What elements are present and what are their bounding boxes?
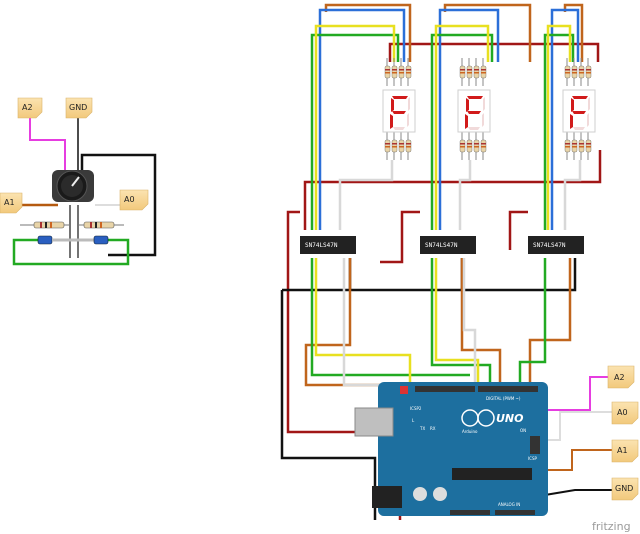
note-gnd: GND	[611, 477, 639, 501]
header-digital: DIGITAL (PWM ~)	[486, 396, 521, 401]
pot-circuit	[12, 118, 157, 266]
note-text: GND	[615, 484, 633, 493]
seven-segment-module: F	[382, 58, 416, 160]
fritzing-brand: fritzing	[592, 520, 631, 533]
resistor	[20, 221, 70, 229]
note-a2: A2	[607, 365, 635, 389]
note-text: A0	[617, 408, 628, 417]
tx-label: TX	[419, 426, 425, 431]
note-text: GND	[69, 103, 87, 112]
board-name: UNO	[496, 412, 524, 425]
rx-label: RX	[430, 426, 436, 431]
note-gnd: GND	[65, 97, 93, 119]
on-label: ON	[520, 428, 526, 433]
svg-text:SN74LS47N: SN74LS47N	[305, 242, 338, 249]
note-a2: A2	[17, 97, 43, 119]
wire-black	[80, 153, 157, 257]
ic-chip: SN74LS47N	[420, 236, 476, 254]
wire-green	[12, 238, 130, 266]
note-text: A1	[617, 446, 628, 455]
wire-bus	[280, 3, 612, 520]
header-analog: ANALOG IN	[498, 502, 520, 507]
ic-chip: SN74LS47N	[528, 236, 584, 254]
note-text: A2	[614, 373, 625, 382]
icsp-label: ICSP	[528, 456, 538, 461]
svg-text:SN74LS47N: SN74LS47N	[533, 242, 566, 249]
board-sub: Arduino	[462, 429, 478, 434]
ic-chip: SN74LS47N	[300, 236, 356, 254]
wire-magenta	[29, 118, 66, 170]
note-a1: A1	[0, 192, 23, 214]
note-a1: A1	[611, 439, 639, 463]
icsp2-label: ICSP2	[410, 406, 422, 411]
arduino-uno: UNO Arduino DIGITAL (PWM ~) ANALOG IN IC…	[354, 382, 548, 516]
seven-segment-module: F	[562, 58, 596, 160]
note-a0: A0	[611, 401, 639, 425]
potentiometer[interactable]	[52, 170, 94, 202]
resistor	[78, 221, 124, 229]
note-a0: A0	[119, 189, 149, 211]
seven-segment-module: F	[457, 58, 491, 160]
capacitor	[37, 235, 109, 245]
svg-text:SN74LS47N: SN74LS47N	[425, 242, 458, 249]
note-text: A1	[4, 198, 15, 207]
note-text: A2	[22, 103, 33, 112]
note-text: A0	[124, 195, 135, 204]
l-label: L	[412, 418, 415, 423]
